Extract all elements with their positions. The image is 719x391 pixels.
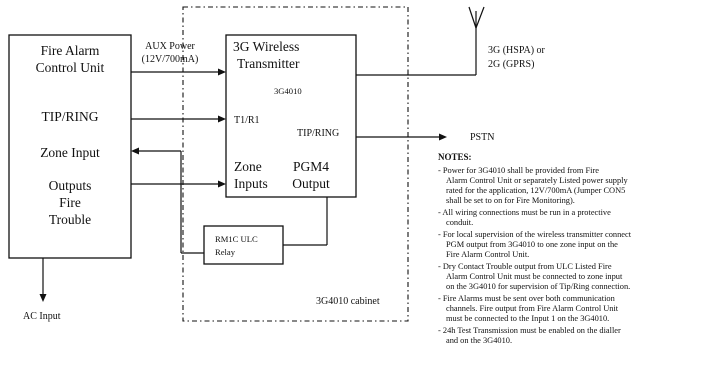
facu-outputs-line3: Trouble [49,212,91,227]
transmitter-pgm-line1: PGM4 [293,159,329,174]
facu-outputs-line1: Outputs [49,178,92,193]
facu-tip-ring-label: TIP/RING [42,109,99,124]
zone-input-arrowhead [131,147,139,155]
facu-outputs-line2: Fire [59,195,81,210]
transmitter-title-line1: 3G Wireless [233,39,299,54]
transmitter-t1r1-label: T1/R1 [234,115,260,126]
antenna-left-element [468,6,477,29]
notes-line: - For local supervision of the wireless … [438,230,632,239]
cabinet-boundary [182,6,409,322]
ac-input-arrowhead [39,294,47,302]
pstn-label: PSTN [470,132,494,143]
notes-line: on the 3G4010 for supervision of Tip/Rin… [446,282,630,291]
notes-line: - Fire Alarms must be sent over both com… [438,294,616,303]
notes-line: PGM output from 3G4010 to one zone input… [446,240,618,249]
relay-box [203,225,284,265]
facu-title-line1: Fire Alarm [41,43,100,58]
outputs-arrowhead [218,180,226,188]
transmitter-model-label: 3G4010 [274,86,302,96]
notes-line: rated for the application, 12V/700mA (Ju… [446,186,625,195]
network-label-line1: 3G (HSPA) or [488,45,546,56]
tip-ring-arrowhead [218,115,226,123]
notes-line: Alarm Control Unit must be connected to … [446,272,623,281]
facu-zone-input-label: Zone Input [40,145,100,160]
notes-line: - Dry Contact Trouble output from ULC Li… [438,262,612,271]
network-label-line2: 2G (GPRS) [488,59,534,70]
notes-heading: NOTES: [438,152,472,162]
transmitter-zone-line1: Zone [234,159,262,174]
transmitter-pgm-line2: Output [292,176,330,191]
fire-alarm-control-unit-box [8,34,132,259]
cabinet-label: 3G4010 cabinet [316,296,380,307]
pstn-arrowhead [439,133,447,141]
notes-line: shall be set to on for Fire Monitoring). [446,196,575,205]
ac-input-label: AC Input [23,311,61,322]
notes-line: Fire Alarm Control Unit. [446,250,529,259]
aux-power-line1: AUX Power [145,41,195,52]
antenna-right-element [475,6,485,29]
transmitter-box [225,34,357,198]
notes-line: conduit. [446,218,473,227]
transmitter-title-line2: Transmitter [237,56,300,71]
transmitter-zone-line2: Inputs [234,176,268,191]
notes-line: channels. Fire output from Fire Alarm Co… [446,304,619,313]
transmitter-tip-ring-label: TIP/RING [297,128,339,139]
aux-power-arrowhead [218,68,226,76]
aux-power-line2: (12V/700mA) [142,54,199,65]
relay-label-line1: RM1C ULC [215,234,258,244]
notes-line: - Power for 3G4010 shall be provided fro… [438,166,599,175]
notes-line: and on the 3G4010. [446,336,512,345]
notes-line: must be connected to the Input 1 on the … [446,314,609,323]
notes-line: - 24h Test Transmission must be enabled … [438,326,621,335]
facu-title-line2: Control Unit [36,60,105,75]
notes-line: - All wiring connections must be run in … [438,208,611,217]
relay-label-line2: Relay [215,247,236,257]
notes-line: Alarm Control Unit or separately Listed … [446,176,628,185]
